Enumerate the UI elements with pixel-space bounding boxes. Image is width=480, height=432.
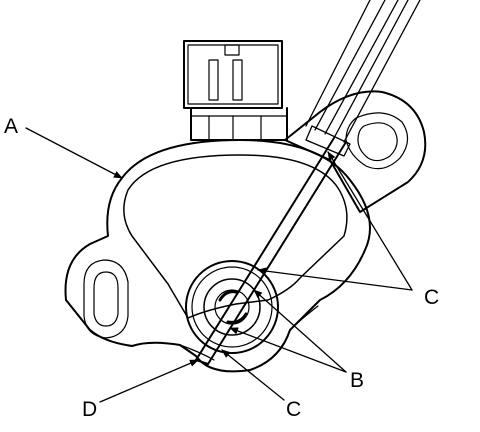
label-c-upper: C <box>424 286 439 309</box>
switch-body <box>64 139 371 373</box>
mounting-ear-right <box>284 90 427 213</box>
cable-bundle <box>305 0 421 157</box>
label-b: B <box>350 369 364 392</box>
label-a: A <box>4 115 18 138</box>
leader-a <box>25 127 123 179</box>
label-c-lower: C <box>286 398 301 421</box>
mounting-ear-left <box>83 259 129 339</box>
leader-c-upper-2 <box>327 151 413 291</box>
leader-b-1 <box>253 289 347 373</box>
connector <box>183 40 288 141</box>
callout-leaders <box>25 127 413 403</box>
rotor-boss <box>185 260 279 354</box>
leader-d <box>99 359 199 403</box>
label-d: D <box>82 398 97 421</box>
leader-c-lower <box>221 349 285 401</box>
leader-c-upper-1 <box>257 267 413 291</box>
leader-b-2 <box>229 327 347 373</box>
